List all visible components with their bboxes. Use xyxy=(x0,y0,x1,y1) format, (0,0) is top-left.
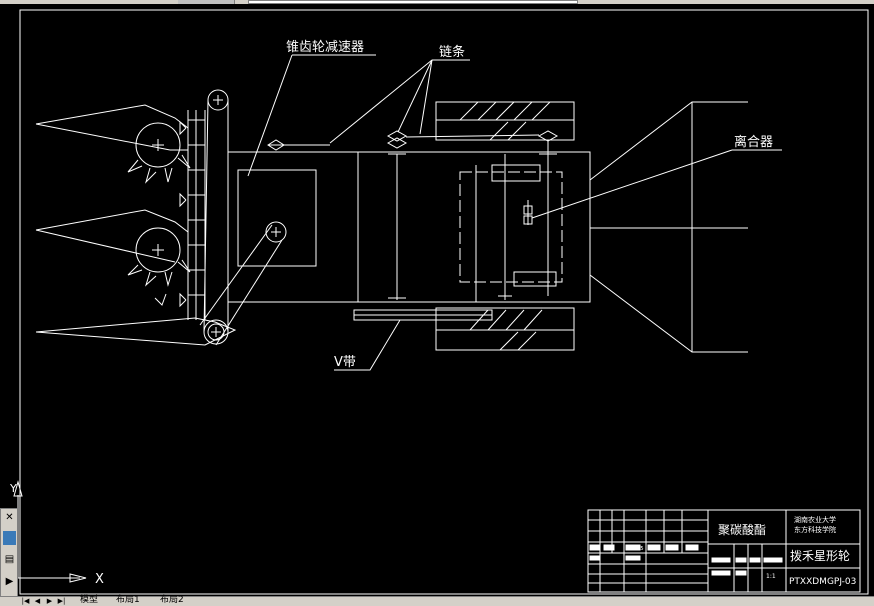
prev-tab-button[interactable]: ◀ xyxy=(34,597,41,605)
title-school-2: 东方科技学院 xyxy=(794,525,836,534)
hatched-block-upper xyxy=(435,101,575,141)
title-material: 聚碳酸酯 xyxy=(718,522,766,537)
output-hopper xyxy=(589,101,748,353)
drawing-frame xyxy=(19,9,869,595)
title-scale: 1:1 xyxy=(766,573,776,580)
v-belt xyxy=(353,309,493,321)
hatched-block-lower xyxy=(435,307,575,351)
conveyor-belt xyxy=(203,89,229,345)
command-input[interactable] xyxy=(248,0,578,4)
tab-layout-2[interactable]: 布局2 xyxy=(160,595,184,605)
first-tab-button[interactable]: |◀ xyxy=(21,597,30,605)
star-wheel-lower xyxy=(127,227,191,306)
title-block xyxy=(587,509,861,593)
title-date: 2012.5 xyxy=(626,546,644,552)
title-part-name: 拨禾星形轮 xyxy=(790,549,850,563)
crop-divider-lower xyxy=(35,209,189,263)
tab-layout-1[interactable]: 布局1 xyxy=(116,595,140,605)
ucs-y-label: Y xyxy=(9,482,17,495)
chain-sprocket-1 xyxy=(267,139,285,151)
chain-sprocket-2 xyxy=(386,130,408,300)
tab-model[interactable]: 模型 xyxy=(80,595,99,605)
leader-vbelt xyxy=(334,319,401,371)
star-wheel-upper xyxy=(127,122,191,184)
title-drawing-number: PTXXDMGPJ-03 xyxy=(789,577,856,587)
floating-toolbar: ✕ ▤ ▶ xyxy=(0,508,18,598)
last-tab-button[interactable]: ▶| xyxy=(57,597,66,605)
guide-teeth xyxy=(179,110,206,320)
crop-divider-upper xyxy=(35,104,189,151)
toolbar-combo[interactable] xyxy=(178,0,235,4)
label-clutch: 离合器 xyxy=(734,134,773,150)
close-icon[interactable]: ✕ xyxy=(5,512,14,523)
crop-divider-bottom xyxy=(35,317,237,346)
label-reducer: 锥齿轮减速器 xyxy=(286,40,364,55)
title-school-1: 湖南农业大学 xyxy=(794,515,836,524)
play-icon[interactable]: ▶ xyxy=(5,576,14,587)
layer-icon[interactable] xyxy=(3,531,16,545)
main-frame xyxy=(227,151,591,303)
label-chain: 链条 xyxy=(439,44,465,60)
chain-sprocket-3 xyxy=(537,130,559,296)
layout-tab-bar xyxy=(0,596,874,606)
clutch-assembly xyxy=(459,154,563,302)
next-tab-button[interactable]: ▶ xyxy=(46,597,53,605)
ucs-x-label: X xyxy=(95,572,104,587)
label-vbelt: V带 xyxy=(334,355,356,370)
print-icon[interactable]: ▤ xyxy=(4,554,15,565)
ucs-icon xyxy=(13,480,87,583)
bevel-gear-reducer xyxy=(199,169,317,346)
